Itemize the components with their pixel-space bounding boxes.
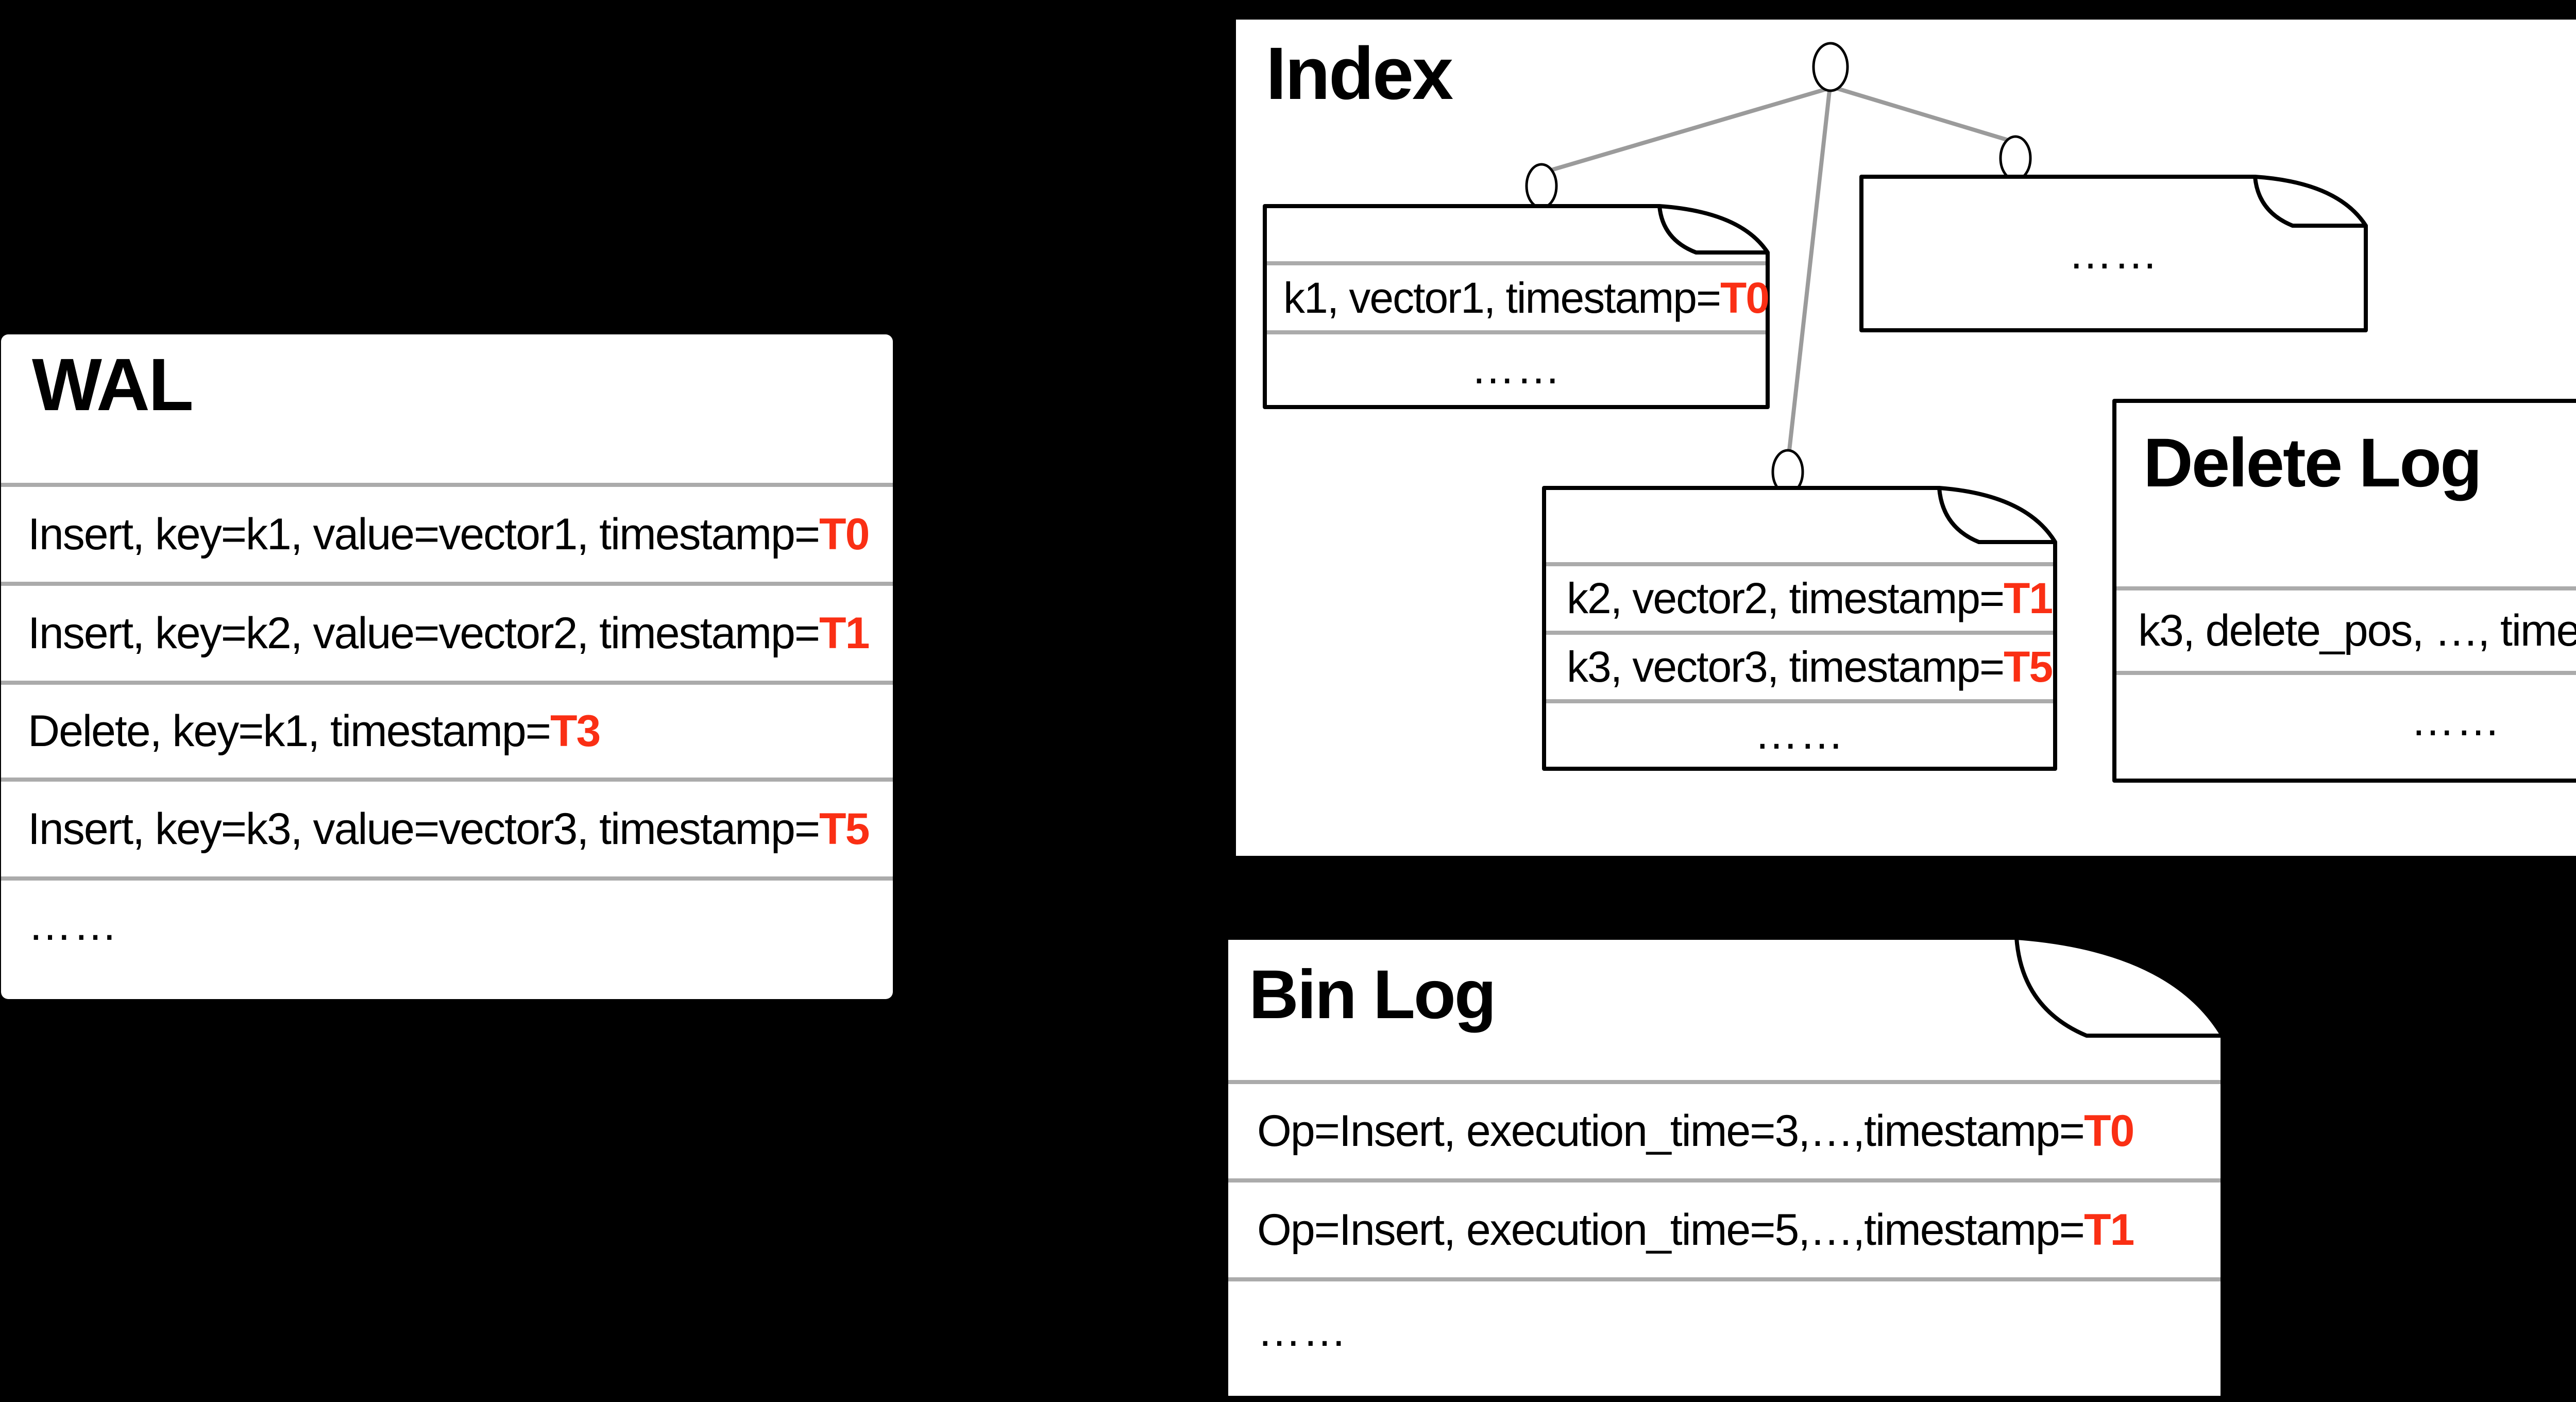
wal-row: Delete, key=k1, timestamp=T3 (1, 683, 893, 780)
doc-row: k3, vector3, timestamp=T5 (1544, 633, 2055, 701)
divider (2116, 671, 2576, 675)
doc-row: k1, vector1, timestamp=T0 (1265, 263, 1770, 332)
bin-log-doc: Bin Log Op=Insert, execution_time=3,…,ti… (1224, 936, 2225, 1400)
doc-row-text: k2, vector2, timestamp= (1567, 574, 2005, 622)
timestamp-value: T1 (2004, 574, 2053, 622)
wal-row-text: Insert, key=k3, value=vector3, timestamp… (28, 804, 820, 854)
segment-doc-k1: k1, vector1, timestamp=T0 …… (1263, 204, 1770, 409)
bin-log-row: Op=Insert, execution_time=5,…,timestamp=… (1226, 1180, 2223, 1279)
divider (1, 681, 893, 685)
document-icon (1542, 486, 2057, 771)
document-icon (2112, 399, 2576, 783)
segment-doc-k2-k3: k2, vector2, timestamp=T1 k3, vector3, t… (1542, 486, 2057, 771)
divider (1, 778, 893, 782)
ellipsis-text: …… (2068, 228, 2159, 278)
wal-row-text: Insert, key=k1, value=vector1, timestamp… (28, 509, 820, 559)
wal-row: Insert, key=k1, value=vector1, timestamp… (1, 485, 893, 584)
wal-row-text: Insert, key=k2, value=vector2, timestamp… (28, 608, 820, 658)
divider (1228, 1178, 2221, 1183)
segment-doc-other: …… (1859, 175, 2368, 332)
document-icon (1224, 936, 2225, 1400)
wal-title: WAL (32, 343, 194, 426)
delete-log-title: Delete Log (2143, 424, 2482, 501)
doc-row-text: k3, vector3, timestamp= (1567, 643, 2005, 691)
delete-log-doc: Delete Log k3, delete_pos, …, timestamp=… (2112, 399, 2576, 783)
bin-log-row: Op=Insert, execution_time=3,…,timestamp=… (1226, 1082, 2223, 1180)
ellipsis-text: …… (28, 900, 118, 950)
wal-more-row: …… (1, 879, 893, 971)
bin-log-more-row: …… (1226, 1279, 2223, 1382)
doc-row: k2, vector2, timestamp=T1 (1544, 564, 2055, 633)
timestamp-value: T0 (2083, 1106, 2134, 1156)
divider (1, 582, 893, 586)
divider (1546, 699, 2053, 703)
delete-log-more-row: …… (2114, 673, 2576, 768)
divider (1267, 261, 1766, 265)
divider (1546, 631, 2053, 635)
divider (1228, 1277, 2221, 1281)
timestamp-value: T0 (819, 509, 870, 559)
ellipsis-text: …… (2411, 696, 2501, 745)
ellipsis-text: …… (1471, 344, 1562, 393)
divider (2116, 586, 2576, 590)
divider (1228, 1080, 2221, 1084)
document-icon (1263, 204, 1770, 409)
ellipsis-text: …… (1754, 709, 1845, 758)
doc-row-text: k1, vector1, timestamp= (1283, 273, 1721, 322)
bin-log-row-text: Op=Insert, execution_time=5,…,timestamp= (1257, 1205, 2085, 1255)
timestamp-value: T5 (819, 804, 870, 854)
document-icon (1859, 175, 2368, 332)
timestamp-value: T1 (819, 608, 870, 658)
ellipsis-text: …… (1257, 1306, 1348, 1356)
divider (1, 483, 893, 487)
timestamp-value: T3 (550, 706, 601, 756)
wal-box: WAL Insert, key=k1, value=vector1, times… (1, 334, 893, 999)
delete-log-row-text: k3, delete_pos, …, timestamp= (2138, 605, 2576, 655)
divider (1, 876, 893, 881)
wal-row-text: Delete, key=k1, timestamp= (28, 706, 551, 756)
doc-more-row: …… (1861, 177, 2366, 330)
divider (1267, 330, 1766, 334)
timestamp-value: T5 (2004, 643, 2053, 691)
wal-row: Insert, key=k3, value=vector3, timestamp… (1, 780, 893, 879)
doc-more-row: …… (1544, 701, 2055, 767)
timestamp-value: T0 (1720, 273, 1770, 322)
wal-row: Insert, key=k2, value=vector2, timestamp… (1, 584, 893, 683)
index-title: Index (1266, 32, 1453, 115)
doc-more-row: …… (1265, 332, 1768, 405)
bin-log-title: Bin Log (1249, 956, 1497, 1033)
bin-log-row-text: Op=Insert, execution_time=3,…,timestamp= (1257, 1106, 2085, 1156)
timestamp-value: T1 (2083, 1205, 2134, 1255)
divider (1546, 562, 2053, 566)
delete-log-row: k3, delete_pos, …, timestamp=T3 (2114, 588, 2576, 673)
